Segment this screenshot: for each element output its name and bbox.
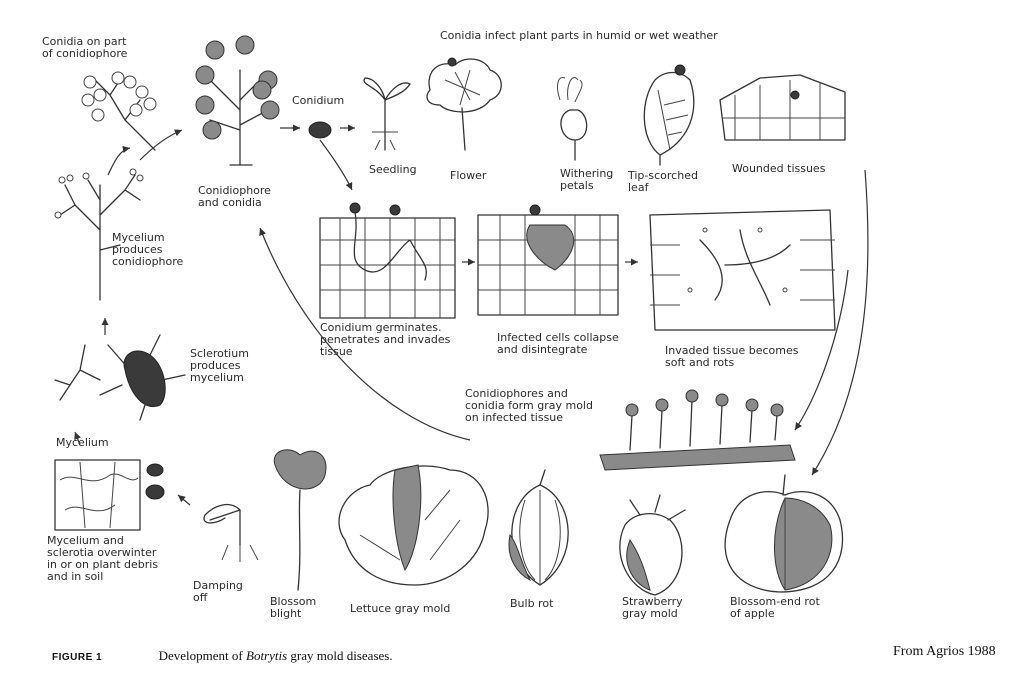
caption-text-after: gray mold diseases. <box>287 648 392 663</box>
label-lettuce-gray-mold: Lettuce gray mold <box>350 603 450 615</box>
label-sclerotium-produces: Sclerotium produces mycelium <box>190 348 249 384</box>
label-flower: Flower <box>450 170 486 182</box>
figure-caption: FIGURE 1 Development of Botrytis gray mo… <box>52 648 393 664</box>
label-conidiophores-form-gray-mold: Conidiophores and conidia form gray mold… <box>465 388 593 424</box>
damping-off-illustration <box>204 505 258 562</box>
strawberry-illustration <box>620 495 685 595</box>
conidiophore-part-illustration <box>82 72 156 150</box>
label-blossom-blight: Blossom blight <box>270 596 316 620</box>
label-withering-petals: Withering petals <box>560 168 613 192</box>
blossom-blight-illustration <box>274 450 326 590</box>
label-strawberry-gray-mold: Strawberry gray mold <box>622 596 683 620</box>
label-conidia-infect: Conidia infect plant parts in humid or w… <box>440 30 718 42</box>
rotting-tissue-illustration <box>650 210 835 330</box>
figure-label: FIGURE 1 <box>52 652 102 663</box>
label-seedling: Seedling <box>369 164 417 176</box>
label-bulb-rot: Bulb rot <box>510 598 553 610</box>
label-mycelium-overwinter: Mycelium and sclerotia overwinter in or … <box>47 535 158 583</box>
gray-mold-illustration <box>600 390 795 470</box>
label-infected-cells-collapse: Infected cells collapse and disintegrate <box>497 332 619 356</box>
sclerotia-pieces-illustration <box>146 464 164 499</box>
caption-text-italic: Botrytis <box>246 648 287 663</box>
germinating-tissue-illustration <box>320 203 455 318</box>
label-tip-scorched-leaf: Tip-scorched leaf <box>628 170 698 194</box>
flower-illustration <box>427 58 501 150</box>
label-conidium-germinates: Conidium germinates. penetrates and inva… <box>320 322 450 358</box>
wounded-tissues-illustration <box>720 75 845 140</box>
label-conidia-on-part: Conidia on part of conidiophore <box>42 36 127 60</box>
conidiophore-illustration <box>196 36 279 165</box>
label-mycelium-produces-conidiophore: Mycelium produces conidiophore <box>112 232 183 268</box>
bulb-illustration <box>509 470 568 585</box>
caption-text-before: Development of <box>159 648 246 663</box>
credit-line: From Agrios 1988 <box>893 644 996 660</box>
apple-illustration <box>725 475 842 592</box>
label-conidium: Conidium <box>292 95 344 107</box>
seedling-illustration <box>364 78 410 150</box>
label-wounded-tissues: Wounded tissues <box>732 163 825 175</box>
withering-petals-illustration <box>558 77 587 160</box>
mycelium-strand-illustration <box>55 345 100 400</box>
lettuce-illustration <box>339 465 488 585</box>
label-invaded-tissue: Invaded tissue becomes soft and rots <box>665 345 799 369</box>
label-conidiophore-and-conidia: Conidiophore and conidia <box>198 185 271 209</box>
label-blossom-end-rot: Blossom-end rot of apple <box>730 596 820 620</box>
label-mycelium: Mycelium <box>56 437 109 449</box>
collapsing-cells-illustration <box>478 205 618 315</box>
conidium-spore <box>309 122 331 138</box>
label-damping-off: Damping off <box>193 580 243 604</box>
tip-scorched-leaf-illustration <box>644 65 693 165</box>
sclerotium-illustration <box>100 335 185 420</box>
overwinter-soil-illustration <box>55 460 140 530</box>
